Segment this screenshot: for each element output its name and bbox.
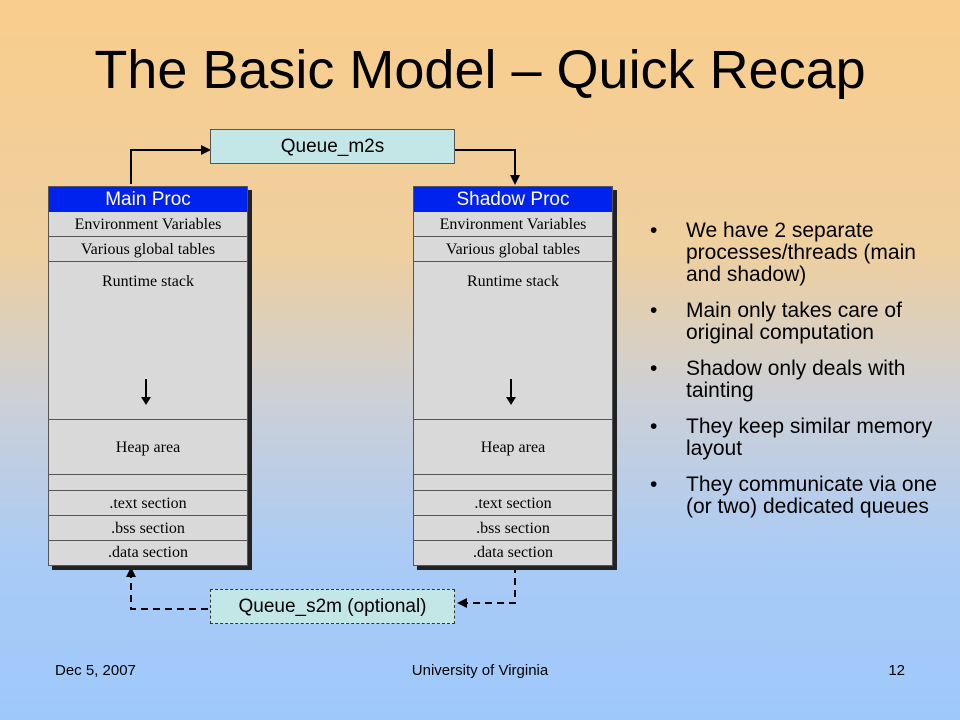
- bullet-item: Main only takes care of original computa…: [650, 300, 940, 344]
- heap-area-section: Heap area: [414, 420, 612, 475]
- bullet-item: Shadow only deals with tainting: [650, 358, 940, 402]
- stack-growth-arrow: [506, 379, 516, 405]
- footer-page-number: 12: [888, 662, 905, 679]
- bss-section: .bss section: [414, 516, 612, 541]
- s2m-out-arrow: [126, 567, 208, 610]
- shadow-proc-block: Shadow Proc Environment Variables Variou…: [413, 186, 613, 566]
- data-section: .data section: [473, 544, 553, 561]
- queue-m2s-box: Queue_m2s: [210, 129, 455, 164]
- queue-s2m-box: Queue_s2m (optional): [210, 589, 455, 624]
- main-proc-header: Main Proc: [49, 187, 247, 212]
- heap-area-section: Heap area: [49, 420, 247, 475]
- runtime-stack-section: Runtime stack: [414, 262, 612, 420]
- text-section: .text section: [49, 491, 247, 516]
- global-tables-section: Various global tables: [414, 237, 612, 262]
- bss-section: .bss section: [49, 516, 247, 541]
- env-variables-section: Environment Variables: [414, 212, 612, 237]
- shadow-proc-header: Shadow Proc: [414, 187, 612, 212]
- gap-section: [49, 475, 247, 491]
- bullet-item: They keep similar memory layout: [650, 416, 940, 460]
- global-tables-section: Various global tables: [49, 237, 247, 262]
- m2s-out-arrow: [455, 149, 520, 185]
- data-section: .data section: [108, 544, 188, 561]
- text-section: .text section: [414, 491, 612, 516]
- bullet-item: We have 2 separate processes/threads (ma…: [650, 220, 940, 286]
- footer-date: Dec 5, 2007: [55, 662, 136, 679]
- slide-title: The Basic Model – Quick Recap: [94, 40, 866, 100]
- runtime-stack-section: Runtime stack: [49, 262, 247, 420]
- gap-section: [414, 475, 612, 491]
- footer-org: University of Virginia: [411, 662, 549, 679]
- main-proc-block: Main Proc Environment Variables Various …: [48, 186, 248, 566]
- env-variables-section: Environment Variables: [49, 212, 247, 237]
- s2m-in-arrow: [457, 566, 516, 608]
- runtime-stack-label: Runtime stack: [102, 273, 194, 290]
- bullet-item: They communicate via one (or two) dedica…: [650, 474, 940, 518]
- runtime-stack-label: Runtime stack: [467, 273, 559, 290]
- bullet-list: We have 2 separate processes/threads (ma…: [650, 220, 940, 532]
- m2s-in-arrow: [130, 145, 211, 184]
- stack-growth-arrow: [141, 379, 151, 405]
